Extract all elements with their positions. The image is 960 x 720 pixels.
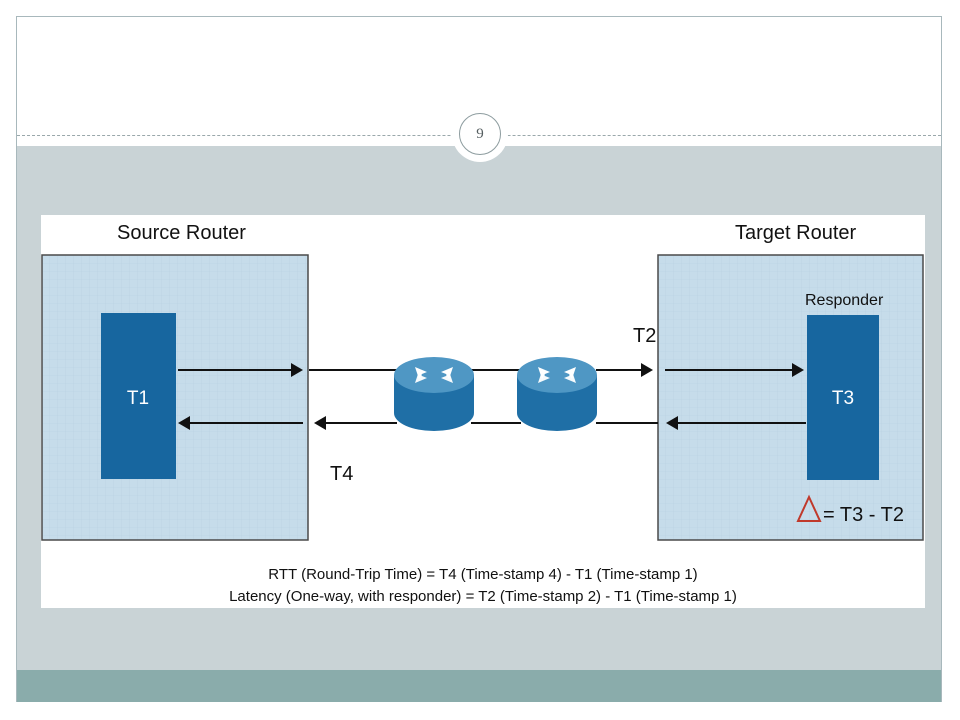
t3-label: T3 — [832, 388, 854, 409]
delta-formula: = T3 - T2 — [823, 504, 904, 526]
source-router-label: Source Router — [117, 222, 246, 244]
rtt-formula: RTT (Round-Trip Time) = T4 (Time-stamp 4… — [268, 566, 697, 583]
footer-bar — [17, 670, 941, 702]
responder-label: Responder — [805, 292, 884, 309]
router-icon — [394, 357, 474, 431]
t4-label: T4 — [330, 463, 353, 485]
t1-block — [101, 313, 176, 479]
latency-formula: Latency (One-way, with responder) = T2 (… — [229, 588, 737, 605]
t3-block — [807, 315, 879, 480]
forward-path — [178, 363, 804, 377]
page-number-badge: 9 — [459, 113, 501, 155]
diagram-canvas: Source Router T1 Target Router Responder… — [41, 222, 924, 605]
t2-label: T2 — [633, 325, 656, 347]
t1-label: T1 — [127, 388, 149, 409]
return-path — [178, 416, 806, 430]
router-icon — [517, 357, 597, 431]
delta-triangle-icon — [796, 494, 822, 522]
target-router-label: Target Router — [735, 222, 857, 244]
network-diagram: Source Router T1 Target Router Responder… — [41, 215, 925, 608]
